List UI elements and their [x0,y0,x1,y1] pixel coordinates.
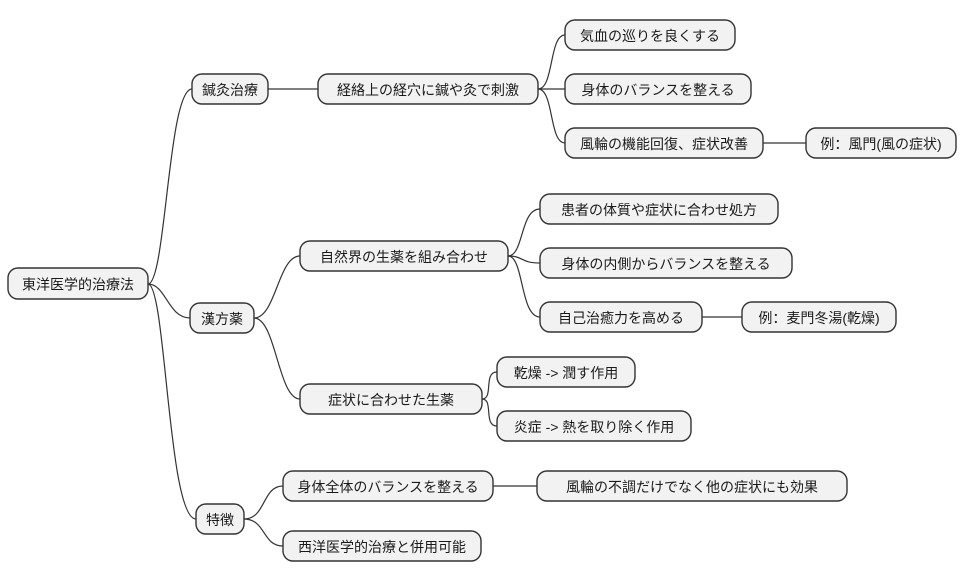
node-western-combination-label: 西洋医学的治療と併用可能 [298,539,466,555]
node-root-label: 東洋医学的治療法 [22,277,134,293]
node-root: 東洋医学的治療法 [7,267,149,300]
node-natural-herbs: 自然界の生薬を組み合わせ [299,240,509,272]
node-whole-body-balance: 身体全体のバランスを整える [282,470,494,502]
node-example-bakumondo: 例：麦門冬湯(乾燥) [741,301,897,333]
edge-natural-self-healing [507,255,541,318]
node-features-box [195,503,245,535]
node-qi-blood-circulation-box [564,19,736,51]
node-kampo: 漢方薬 [189,302,255,334]
edge-features-whole-body [243,485,284,520]
node-symptom-herbs: 症状に合わせた生薬 [299,383,483,415]
node-qi-blood-circulation: 気血の巡りを良くする [564,19,736,51]
node-example-bakumondo-box [741,301,897,333]
node-body-balance-box [564,73,752,105]
node-example-fuumon-label: 例：風門(風の症状) [820,136,941,152]
node-features-label: 特徴 [206,512,234,528]
node-function-recovery-box [564,127,764,159]
node-example-fuumon: 例：風門(風の症状) [805,127,957,159]
node-kampo-label: 漢方薬 [201,311,243,327]
node-self-healing-box [539,301,703,333]
edge-root-kampo [147,283,191,319]
node-whole-body-balance-box [282,470,494,502]
edge-symptom-inflammation [481,398,498,427]
node-meridian-stimulation-label: 経絡上の経穴に鍼や灸で刺激 [337,82,519,98]
node-inflammation-heat-label: 炎症 -> 熱を取り除く作用 [514,419,675,435]
node-other-symptoms-effect-label: 風輪の不調だけでなく他の症状にも効果 [566,479,818,495]
node-qi-blood-circulation-label: 気血の巡りを良くする [580,28,720,44]
node-acupuncture-box [191,73,269,105]
edge-root-features [147,283,197,520]
edge-kampo-natural [253,255,301,319]
node-western-combination-box [282,530,482,562]
node-symptom-herbs-label: 症状に合わせた生薬 [328,392,454,408]
node-body-balance-label: 身体のバランスを整える [581,82,734,98]
edge-features-western [243,518,284,547]
node-acupuncture-label: 鍼灸治療 [202,82,258,98]
nodes-group: 東洋医学的治療法 鍼灸治療 経絡上の経穴に鍼や灸で刺激 気血の巡りを良くする 身… [7,19,957,562]
node-natural-herbs-box [299,240,509,272]
node-meridian-stimulation: 経絡上の経穴に鍼や灸で刺激 [317,73,539,105]
node-patient-prescription-label: 患者の体質や症状に合わせ処方 [561,202,757,218]
node-other-symptoms-effect-box [536,470,848,502]
node-dryness-moisten-label: 乾燥 -> 潤す作用 [514,365,619,381]
node-inner-balance-box [539,247,793,279]
node-patient-prescription-box [539,193,779,225]
node-inflammation-heat: 炎症 -> 熱を取り除く作用 [496,410,692,442]
node-root-box [7,267,149,300]
edge-meridian-circulation [537,34,566,90]
edge-natural-prescription [507,208,541,257]
node-inflammation-heat-box [496,410,692,442]
node-whole-body-balance-label: 身体全体のバランスを整える [297,479,478,495]
node-example-fuumon-box [805,127,957,159]
edge-kampo-symptom-herbs [253,317,301,400]
node-symptom-herbs-box [299,383,483,415]
node-body-balance: 身体のバランスを整える [564,73,752,105]
edges-group [147,34,806,547]
edge-natural-inner-balance [507,255,541,264]
node-function-recovery-label: 風輪の機能回復、症状改善 [580,136,748,152]
node-dryness-moisten-box [496,356,636,388]
node-other-symptoms-effect: 風輪の不調だけでなく他の症状にも効果 [536,470,848,502]
node-inner-balance-label: 身体の内側からバランスを整える [561,256,770,272]
node-natural-herbs-label: 自然界の生薬を組み合わせ [320,249,488,265]
node-inner-balance: 身体の内側からバランスを整える [539,247,793,279]
edge-meridian-recovery [537,88,566,144]
node-self-healing-label: 自己治癒力を高める [558,310,684,326]
node-function-recovery: 風輪の機能回復、症状改善 [564,127,764,159]
node-acupuncture: 鍼灸治療 [191,73,269,105]
edge-root-acupuncture [147,88,193,285]
node-example-bakumondo-label: 例：麦門冬湯(乾燥) [758,310,879,326]
node-western-combination: 西洋医学的治療と併用可能 [282,530,482,562]
node-meridian-stimulation-box [317,73,539,105]
node-self-healing: 自己治癒力を高める [539,301,703,333]
node-features: 特徴 [195,503,245,535]
edge-symptom-dryness [481,371,498,400]
node-dryness-moisten: 乾燥 -> 潤す作用 [496,356,636,388]
node-kampo-box [189,302,255,334]
node-patient-prescription: 患者の体質や症状に合わせ処方 [539,193,779,225]
